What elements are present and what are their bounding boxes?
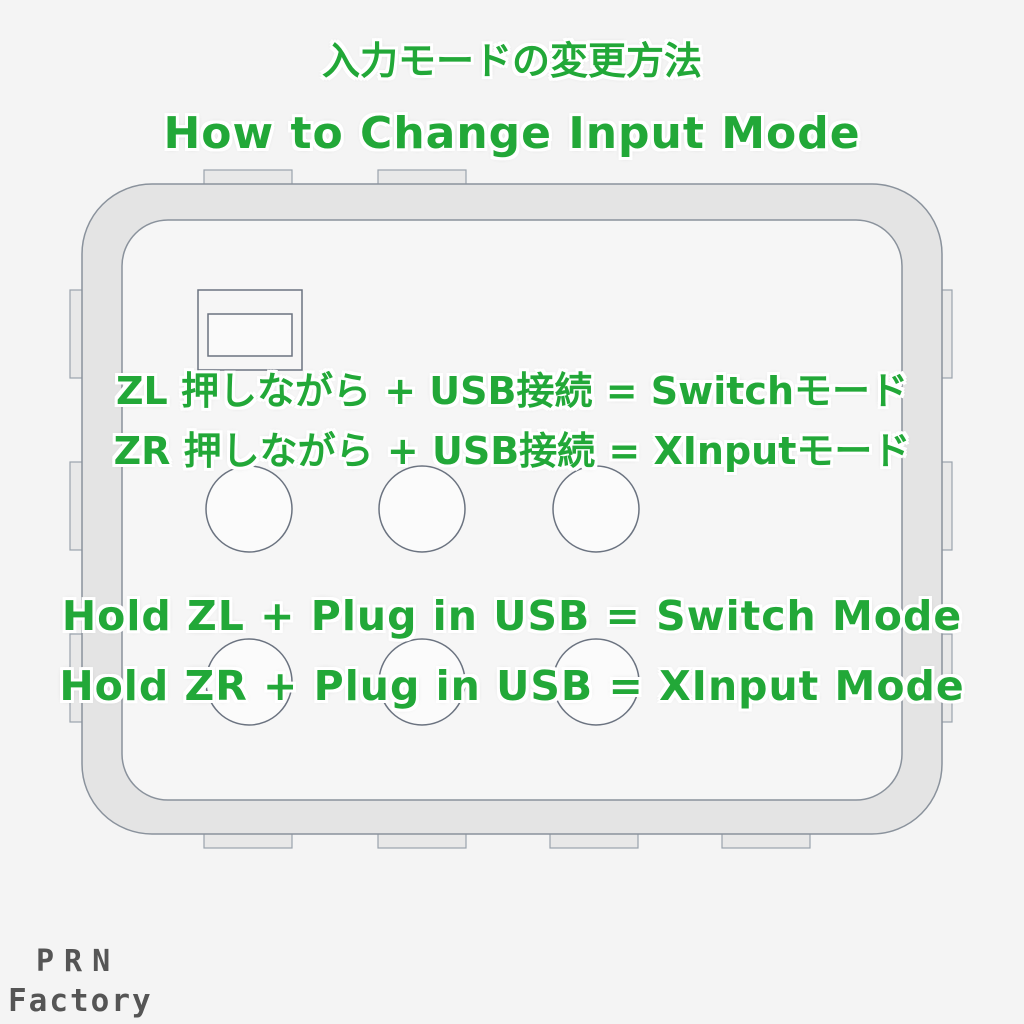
instruction-zr-english: Hold ZR + Plug in USB = XInput Mode: [59, 662, 965, 710]
instruction-zr-japanese: ZR 押しながら + USB接続 = XInputモード: [113, 429, 911, 473]
instruction-zl-japanese: ZL 押しながら + USB接続 = Switchモード: [115, 369, 909, 413]
brand-line-2: Factory: [8, 983, 153, 1019]
title-japanese: 入力モードの変更方法: [321, 39, 702, 83]
title-english: How to Change Input Mode: [163, 108, 861, 159]
instruction-zl-english: Hold ZL + Plug in USB = Switch Mode: [61, 592, 963, 640]
brand-line-1: PRN: [36, 944, 121, 979]
brand-logo: PRN Factory: [8, 944, 158, 1019]
